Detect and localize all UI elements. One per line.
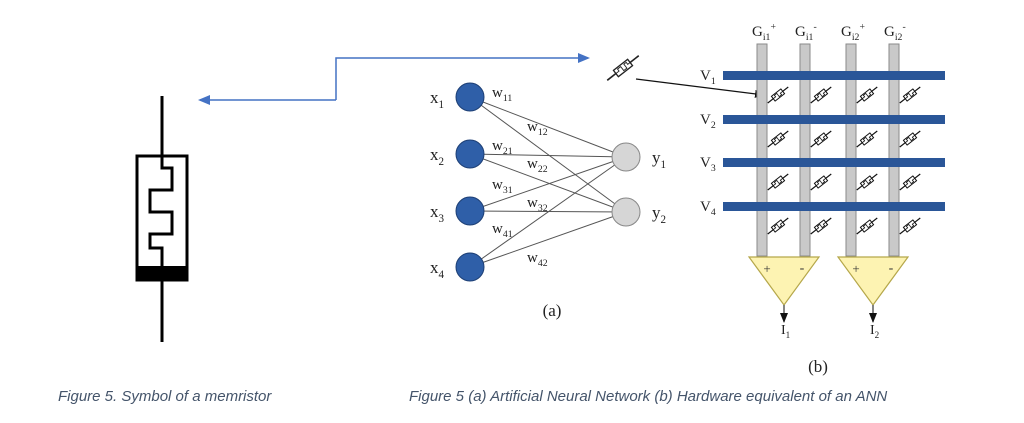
panel-label-a: (a) xyxy=(543,301,562,320)
nn-weight-label: w22 xyxy=(527,156,548,175)
nn-input-node xyxy=(455,139,485,169)
nn-weight-label: w32 xyxy=(527,195,548,214)
nn-edge-42 xyxy=(469,211,627,268)
nn-output-label: y2 xyxy=(652,203,666,226)
arrow-to-crossbar-device xyxy=(335,53,590,100)
crossbar-amplifiers: + - + - xyxy=(747,256,910,323)
nn-edge-31 xyxy=(469,156,627,212)
caption-ann: Figure 5 (a) Artificial Neural Network (… xyxy=(409,388,888,405)
nn-edge-41 xyxy=(469,156,627,268)
crosspoint-memristor xyxy=(899,173,921,191)
crosspoint-memristor xyxy=(856,130,878,148)
crosspoint-memristor xyxy=(810,217,832,235)
crosspoint-memristor xyxy=(767,130,789,148)
nn-input-label: x1 xyxy=(430,88,444,111)
crossbar-row-label: V1 xyxy=(700,68,716,87)
crosspoint-memristor xyxy=(856,173,878,191)
nn-weight-label: w41 xyxy=(492,221,513,240)
crossbar-column-label: Gi2- xyxy=(884,22,906,44)
crossbar-columns xyxy=(756,43,900,257)
crosspoint-memristor xyxy=(899,217,921,235)
crossbar-column-line xyxy=(756,43,768,257)
crosspoint-memristor xyxy=(856,217,878,235)
differential-amplifier xyxy=(836,256,910,307)
crosspoint-memristor xyxy=(767,173,789,191)
crosspoint-memristor xyxy=(856,86,878,104)
memristor-device-icon xyxy=(606,55,640,81)
crosspoint-memristor xyxy=(767,86,789,104)
arrow-to-crosspoint xyxy=(635,78,765,98)
nn-weight-label: w11 xyxy=(492,85,512,104)
amp-output-label: I2 xyxy=(870,323,880,340)
amp-minus-sign: - xyxy=(889,261,894,276)
crossbar-column-label: Gi2+ xyxy=(841,22,865,44)
crossbar-memristors xyxy=(767,86,921,235)
amp-minus-sign: - xyxy=(800,261,805,276)
crossbar-row-line xyxy=(723,115,945,124)
amp-output-label: I1 xyxy=(781,323,790,340)
nn-edge-22 xyxy=(469,153,627,213)
nn-input-node xyxy=(455,196,485,226)
crossbar-column-label: Gi1- xyxy=(795,22,817,44)
memristor-symbol xyxy=(135,96,189,342)
amp-plus-sign: + xyxy=(852,261,859,276)
nn-output-node xyxy=(611,142,641,172)
nn-weight-label: w21 xyxy=(492,138,513,157)
nn-input-label: x4 xyxy=(430,258,445,281)
nn-input-label: x3 xyxy=(430,202,445,225)
nn-labels: x1 x2 x3 x4 y1 y2 w11 w12 w21 w22 w31 w32 w41 w42 xyxy=(430,85,666,281)
crossbar-row-label: V3 xyxy=(700,155,716,174)
differential-amplifier xyxy=(747,256,821,307)
nn-input-node xyxy=(455,252,485,282)
nn-output-node xyxy=(611,197,641,227)
nn-nodes xyxy=(455,82,641,282)
crossbar-rows xyxy=(723,71,945,211)
nn-edge-12 xyxy=(469,96,627,213)
crossbar-column-label: Gi1+ xyxy=(752,22,776,44)
crossbar-column-line xyxy=(888,43,900,257)
nn-connections xyxy=(469,96,627,268)
panel-label-b: (b) xyxy=(808,357,828,376)
nn-weight-label: w12 xyxy=(527,119,548,138)
crosspoint-memristor xyxy=(810,173,832,191)
nn-output-label: y1 xyxy=(652,148,666,171)
nn-edge-11 xyxy=(469,96,627,158)
crosspoint-memristor xyxy=(810,130,832,148)
crosspoint-memristor xyxy=(899,130,921,148)
crossbar-column-line xyxy=(845,43,857,257)
nn-weight-label: w31 xyxy=(492,177,513,196)
crossbar-row-line xyxy=(723,202,945,211)
crossbar-row-label: V4 xyxy=(700,199,716,218)
nn-input-label: x2 xyxy=(430,145,444,168)
crossbar-row-line xyxy=(723,158,945,167)
crosspoint-memristor xyxy=(810,86,832,104)
crossbar-row-label: V2 xyxy=(700,112,716,131)
crosspoint-memristor xyxy=(767,217,789,235)
nn-input-node xyxy=(455,82,485,112)
crossbar-column-line xyxy=(799,43,811,257)
crosspoint-memristor xyxy=(899,86,921,104)
crossbar-row-line xyxy=(723,71,945,80)
nn-edge-21 xyxy=(469,153,627,158)
caption-memristor: Figure 5. Symbol of a memristor xyxy=(58,388,272,405)
nn-weight-label: w42 xyxy=(527,250,548,269)
amp-plus-sign: + xyxy=(763,261,770,276)
connector-arrows xyxy=(198,53,590,105)
